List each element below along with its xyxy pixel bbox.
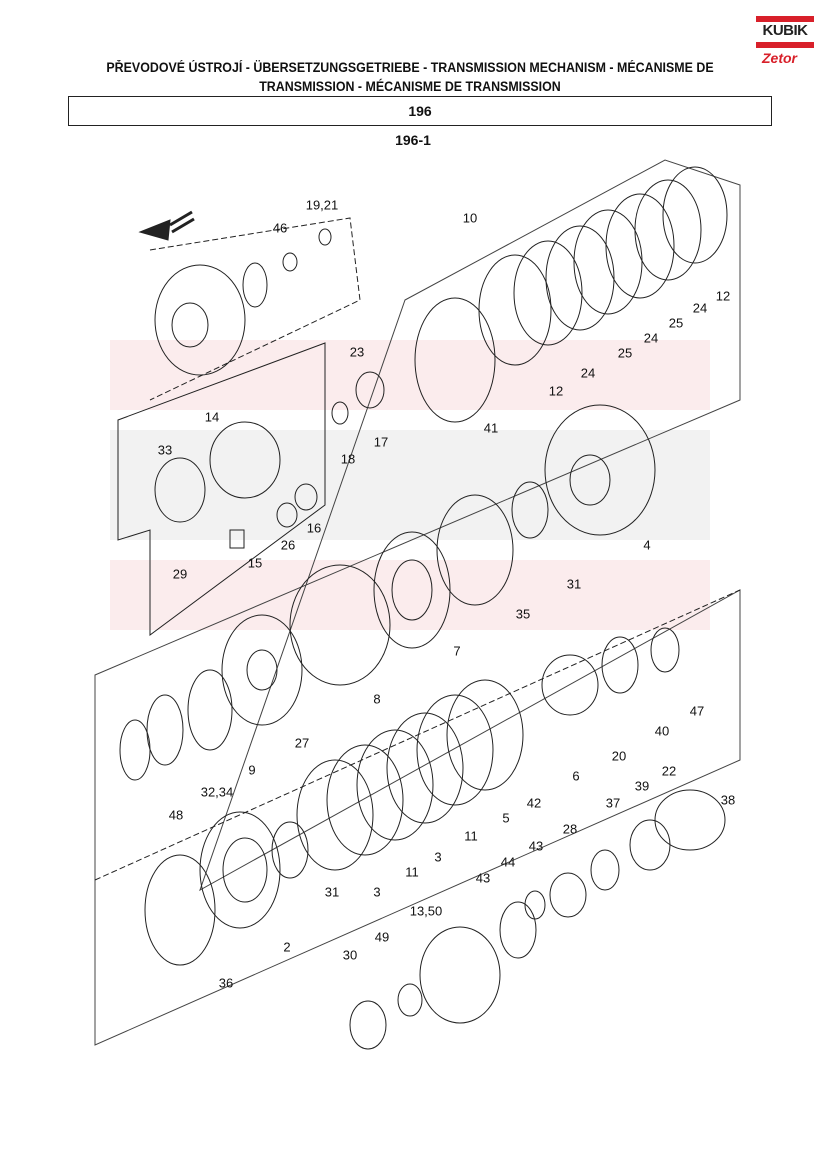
watermark-logo <box>110 340 710 630</box>
callout: 6 <box>572 768 580 784</box>
callout: 44 <box>500 854 516 870</box>
section-number: 196 <box>68 96 772 126</box>
callout: 3 <box>434 849 442 865</box>
kubik-zetor-logo: KUBIK Zetor <box>752 14 818 68</box>
callout: 8 <box>373 691 381 707</box>
logo-brand: KUBIK <box>762 22 809 39</box>
callout: 12 <box>715 288 731 304</box>
callout: 19,21 <box>305 197 339 213</box>
callout: 36 <box>218 975 234 991</box>
logo-bar <box>756 42 814 48</box>
callout: 29 <box>172 566 188 582</box>
callout: 39 <box>634 778 650 794</box>
callout: 40 <box>654 723 670 739</box>
callout: 20 <box>611 748 627 764</box>
callout: 18 <box>340 451 356 467</box>
callout: 15 <box>247 555 263 571</box>
callout: 2 <box>283 939 291 955</box>
callout: 25 <box>617 345 633 361</box>
callout: 11 <box>464 828 478 844</box>
group-outline-23 <box>117 342 326 636</box>
callout: 4 <box>643 537 651 553</box>
callout: 27 <box>294 735 310 751</box>
title-line-2: TRANSMISSION - MÉCANISME DE TRANSMISSION <box>259 79 561 94</box>
callout: 47 <box>689 703 705 719</box>
callout: 31 <box>566 576 582 592</box>
figure-number: 196-1 <box>395 132 431 148</box>
callout: 5 <box>502 810 510 826</box>
callout: 43 <box>475 870 491 886</box>
callout: 14 <box>204 409 220 425</box>
callout: 42 <box>526 795 542 811</box>
callout: 10 <box>462 210 478 226</box>
callout: 30 <box>342 947 358 963</box>
callout: 25 <box>668 315 684 331</box>
callout: 17 <box>373 434 389 450</box>
callout: 3 <box>373 884 381 900</box>
callout: 49 <box>374 929 390 945</box>
callout: 23 <box>349 344 365 360</box>
logo-sub: Zetor <box>762 50 797 66</box>
callout: 24 <box>580 365 596 381</box>
title-line-1: PŘEVODOVÉ ÚSTROJÍ - ÜBERSETZUNGSGETRIEBE… <box>106 60 714 75</box>
group-outline-dashed <box>94 589 741 881</box>
callout: 41 <box>483 420 499 436</box>
direction-arrow-icon <box>138 219 171 241</box>
page-title: PŘEVODOVÉ ÚSTROJÍ - ÜBERSETZUNGSGETRIEBE… <box>88 58 732 96</box>
group-outline <box>149 217 361 401</box>
callout: 28 <box>562 821 578 837</box>
callout: 24 <box>643 330 659 346</box>
callout: 46 <box>272 220 288 236</box>
callout: 43 <box>528 838 544 854</box>
callout: 16 <box>306 520 322 536</box>
callout: 9 <box>248 762 256 778</box>
logo-bar <box>756 16 814 22</box>
callout: 26 <box>280 537 296 553</box>
callout: 48 <box>168 807 184 823</box>
callout: 12 <box>548 383 564 399</box>
callout: 7 <box>453 643 461 659</box>
callout: 33 <box>157 442 173 458</box>
callout: 35 <box>515 606 531 622</box>
callout: 22 <box>661 763 677 779</box>
callout: 31 <box>324 884 340 900</box>
callout: 38 <box>720 792 736 808</box>
callout: 13,50 <box>409 903 443 919</box>
callout: 32,34 <box>200 784 234 800</box>
callout: 24 <box>692 300 708 316</box>
callout: 37 <box>605 795 621 811</box>
callout: 11 <box>405 864 419 880</box>
group-outline-clutch <box>94 159 741 1046</box>
